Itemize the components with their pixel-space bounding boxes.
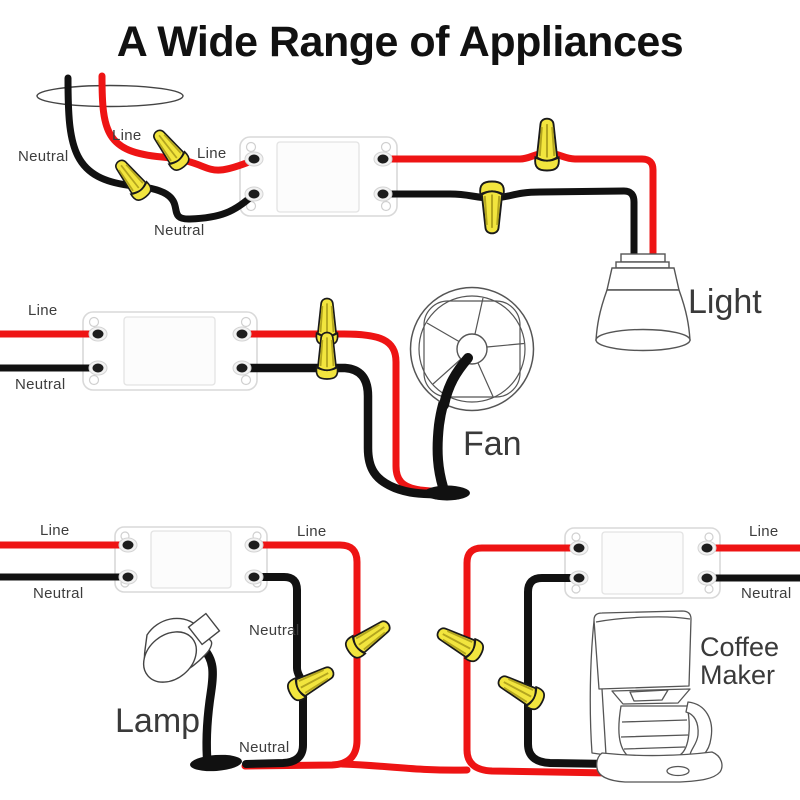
appliance-label-lamp: Lamp <box>115 702 201 740</box>
smart-switch-module-1 <box>239 136 398 217</box>
wire-label-neutral: Neutral <box>249 622 300 639</box>
appliance-label-light: Light <box>688 283 762 321</box>
fan-base <box>424 485 470 501</box>
wire-label-line: Line <box>749 523 779 540</box>
fan-neutral-wire-out <box>237 363 441 499</box>
light-line-wire-in <box>98 72 258 174</box>
wire-nut-icon <box>283 659 339 705</box>
wire-label-line: Line <box>112 127 142 144</box>
wire-nut-icon <box>479 180 505 235</box>
wire-label-line: Line <box>297 523 327 540</box>
wire-label-neutral: Neutral <box>741 585 792 602</box>
bottom-line-wire-link <box>338 760 471 774</box>
wire-nut-icon <box>534 117 560 172</box>
light-neutral-wire-out <box>379 187 638 266</box>
wire-label-line: Line <box>28 302 58 319</box>
lamp-base <box>190 754 242 772</box>
wire-nut-icon <box>147 124 193 175</box>
smart-switch-module-2 <box>82 311 258 391</box>
coffee-neutral-wire-in <box>524 574 616 768</box>
fan-line-wire-out <box>238 330 444 496</box>
wire-nut-icon <box>432 620 488 666</box>
wire-label-neutral: Neutral <box>18 148 69 165</box>
lamp-arm <box>198 643 217 762</box>
wire-label-neutral: Neutral <box>15 376 66 393</box>
appliance-label-coffee-2: Maker <box>700 660 776 690</box>
wire-label-line: Line <box>40 522 70 539</box>
wire-label-neutral: Neutral <box>154 222 205 239</box>
wire-nut-icon <box>493 668 549 714</box>
light-fixture <box>595 253 691 352</box>
light-neutral-wire-in <box>64 74 258 223</box>
lamp-neutral-wire-out <box>242 573 307 768</box>
coffee-maker-appliance <box>589 610 723 783</box>
appliance-label-fan: Fan <box>463 425 522 463</box>
ceiling-mount-ellipse <box>36 84 184 108</box>
wire-nut-icon <box>109 154 155 205</box>
page-title: A Wide Range of Appliances <box>116 18 684 66</box>
light-line-wire-out <box>379 149 657 266</box>
appliance-label-coffee-1: Coffee <box>700 632 780 662</box>
wire-nut-icon <box>341 614 396 662</box>
desk-lamp-appliance <box>142 612 242 772</box>
smart-switch-module-3 <box>114 526 268 593</box>
wire-label-neutral: Neutral <box>33 585 84 602</box>
wire-label-neutral: Neutral <box>239 739 290 756</box>
fan-appliance <box>409 286 535 501</box>
coffee-maker-button <box>666 765 690 777</box>
wire-label-line: Line <box>197 145 227 162</box>
smart-switch-module-4 <box>564 527 721 599</box>
